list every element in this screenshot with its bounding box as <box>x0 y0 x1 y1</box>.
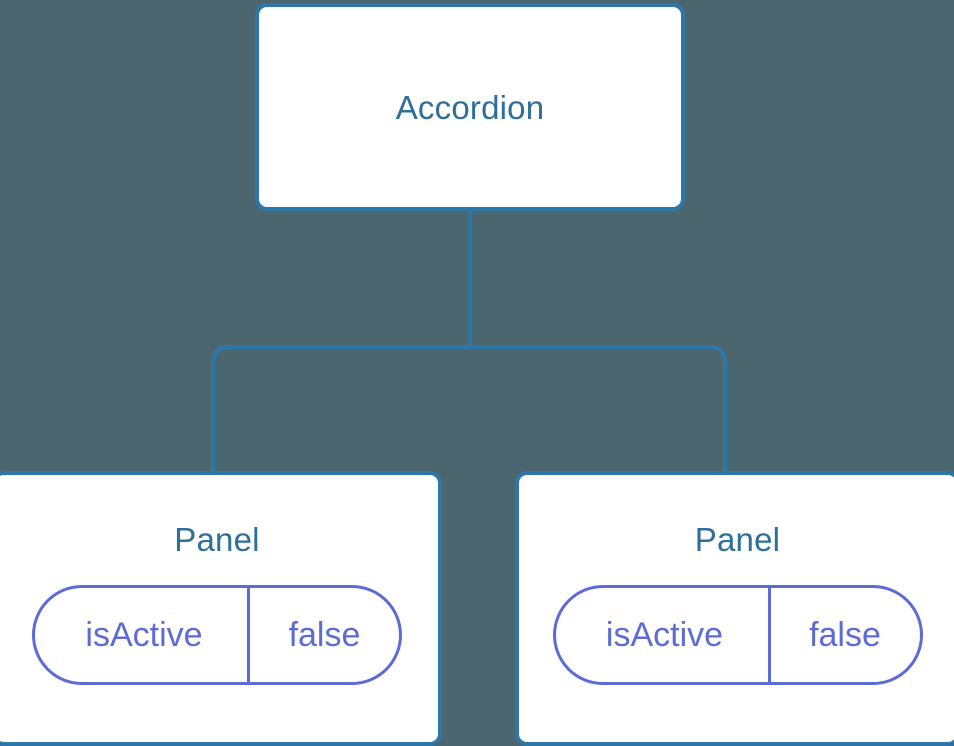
state-pill-left-key: isActive <box>85 616 203 654</box>
node-accordion[interactable]: Accordion <box>255 3 685 211</box>
connector-branch-right <box>470 345 727 473</box>
node-panel-left-title: Panel <box>174 521 260 558</box>
node-panel-right-title: Panel <box>694 521 781 558</box>
state-pill-right[interactable]: isActive false <box>552 585 923 685</box>
node-accordion-title: Accordion <box>395 88 545 126</box>
connector-branch-left <box>211 345 470 473</box>
node-panel-right[interactable]: Panel isActive false <box>515 471 954 746</box>
state-pill-left[interactable]: isActive false <box>32 585 402 685</box>
state-pill-left-value: false <box>247 588 399 682</box>
node-panel-left[interactable]: Panel isActive false <box>0 471 442 746</box>
state-pill-right-key: isActive <box>605 616 724 654</box>
state-pill-right-value: false <box>767 588 920 682</box>
